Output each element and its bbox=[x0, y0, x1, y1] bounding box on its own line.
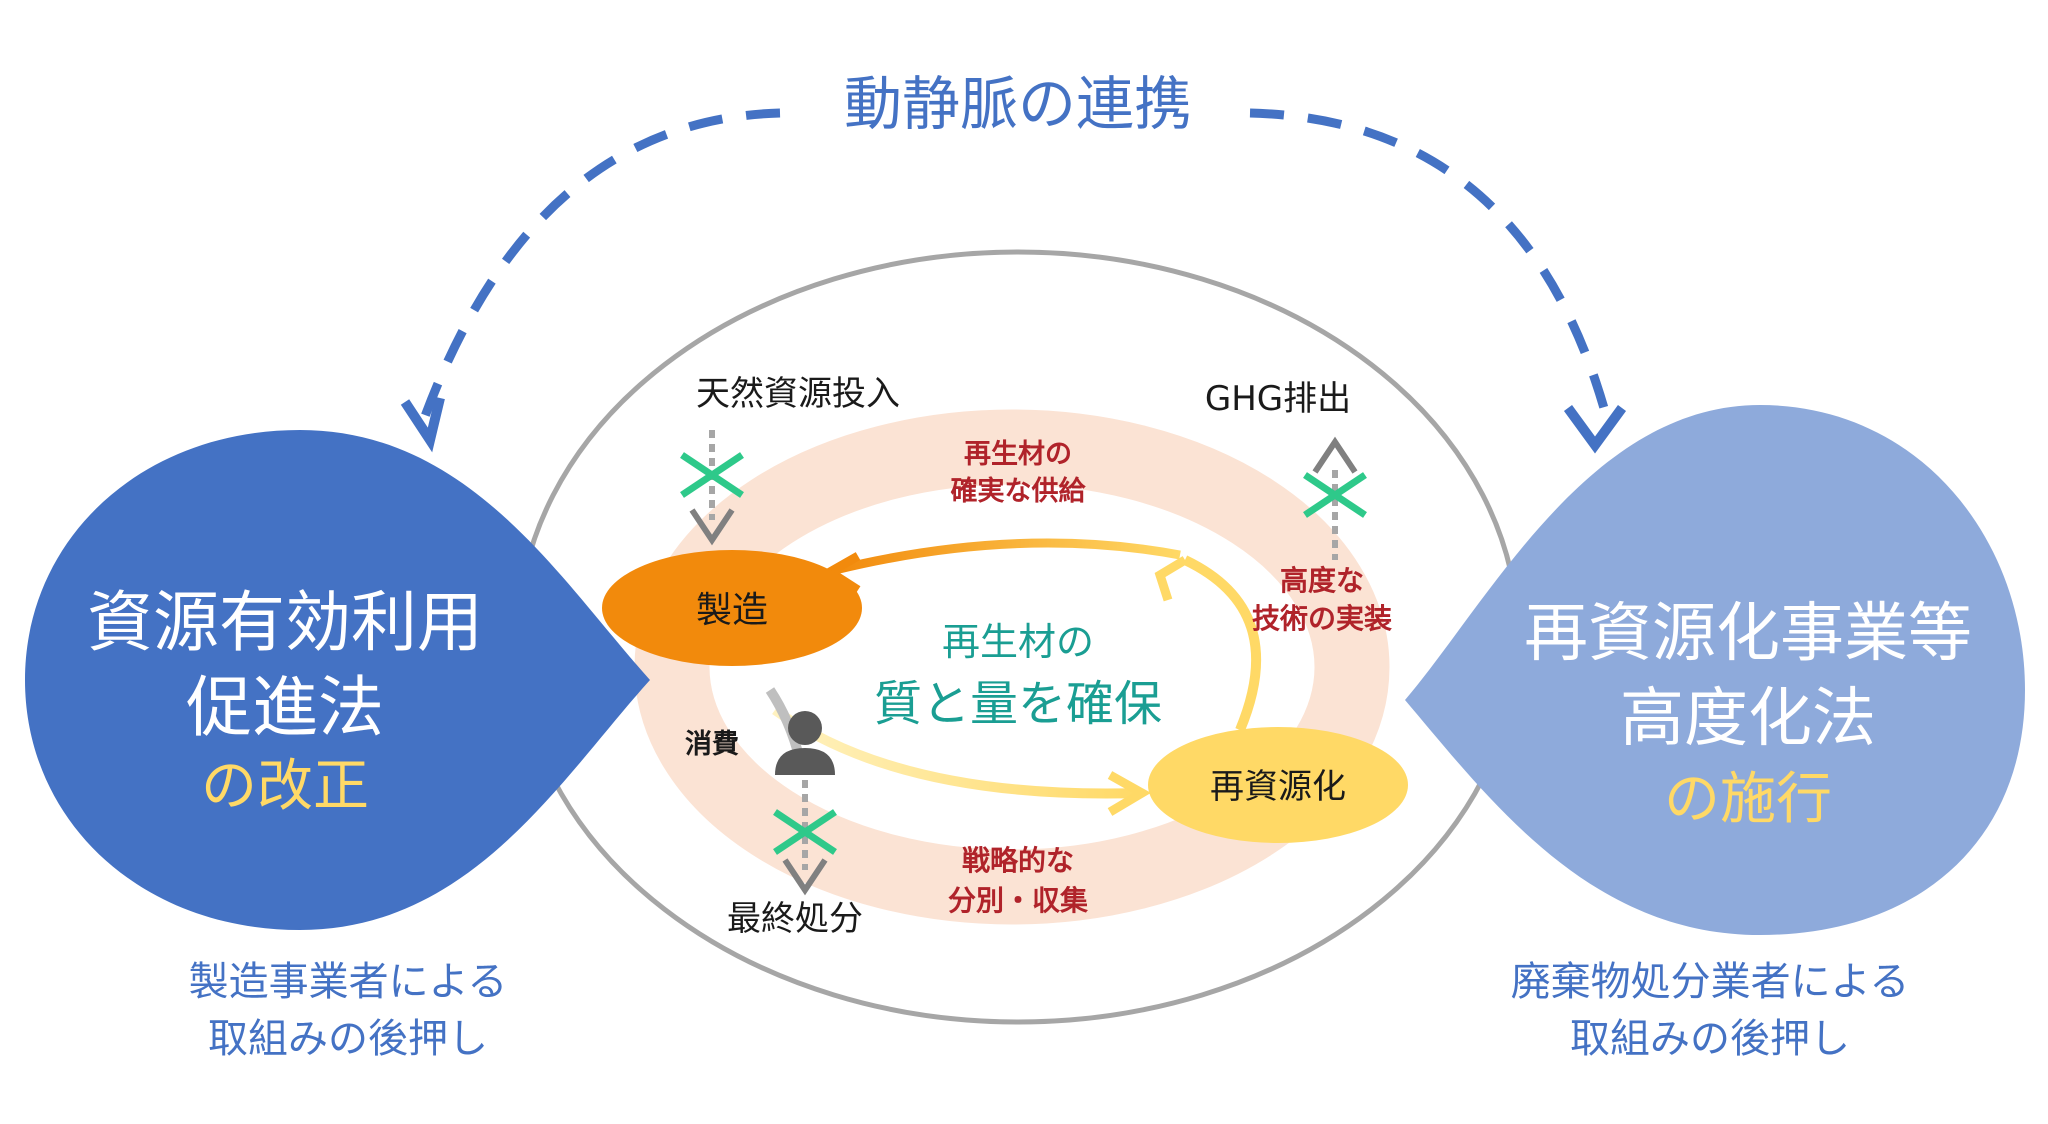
center-label-line1: 再生材の bbox=[942, 620, 1094, 664]
ghg-blocked-cross-icon bbox=[1303, 472, 1367, 518]
right-caption-line2: 取組みの後押し bbox=[1570, 1016, 1850, 1062]
sort-label-line1: 戦略的な bbox=[962, 844, 1074, 877]
left-law-title-line1: 資源有効利用 bbox=[87, 584, 483, 661]
consume-label: 消費 bbox=[685, 729, 739, 760]
tech-label-line2: 技術の実装 bbox=[1252, 602, 1392, 635]
left-caption-line2: 取組みの後押し bbox=[208, 1016, 488, 1062]
recycle-label: 再資源化 bbox=[1210, 767, 1346, 807]
input-blocked-cross-icon bbox=[680, 452, 744, 498]
disposal-label: 最終処分 bbox=[727, 899, 863, 939]
person-icon bbox=[775, 711, 835, 775]
tech-arrow bbox=[1182, 555, 1262, 732]
tech-label-line1: 高度な bbox=[1280, 564, 1364, 597]
supply-arrow bbox=[833, 538, 1181, 575]
ghg-label: GHG排出 bbox=[1205, 379, 1351, 419]
recycle-node bbox=[1148, 727, 1408, 843]
center-label-line2: 質と量を確保 bbox=[874, 676, 1162, 732]
disposal-arrowhead bbox=[782, 858, 828, 896]
right-law-title-line1: 再資源化事業等 bbox=[1524, 597, 1972, 671]
input-arrowhead bbox=[689, 508, 735, 546]
disposal-blocked-cross-icon bbox=[773, 809, 837, 855]
left-caption-line1: 製造事業者による bbox=[189, 959, 508, 1005]
manufacture-label: 製造 bbox=[696, 590, 768, 631]
collection-arrowhead bbox=[1107, 771, 1151, 816]
linkage-arrowhead-right bbox=[1563, 405, 1627, 454]
sort-label-line2: 分別・収集 bbox=[948, 884, 1088, 917]
cycle-ring bbox=[634, 409, 1390, 925]
right-law-title-line2: 高度化法 bbox=[1620, 682, 1876, 756]
linkage-arrowhead-left bbox=[400, 396, 445, 453]
supply-label-line2: 確実な供給 bbox=[951, 475, 1087, 507]
right-law-highlight: の施行 bbox=[1664, 767, 1832, 832]
linkage-label: 動静脈の連携 bbox=[844, 70, 1192, 138]
left-law-highlight: の改正 bbox=[201, 754, 369, 819]
right-caption-line1: 廃棄物処分業者による bbox=[1511, 959, 1910, 1005]
tech-arrowhead bbox=[1154, 556, 1188, 602]
linkage-arc-left bbox=[415, 108, 781, 432]
left-law-title-line2: 促進法 bbox=[186, 669, 384, 746]
right-law-shape bbox=[1405, 405, 2025, 935]
linkage-arc-right bbox=[1249, 108, 1615, 432]
input-label: 天然資源投入 bbox=[696, 374, 900, 414]
left-law-shape bbox=[25, 430, 650, 930]
ghg-arrowhead bbox=[1312, 436, 1358, 474]
supply-label-line1: 再生材の bbox=[964, 439, 1072, 470]
manufacture-node bbox=[602, 550, 862, 666]
